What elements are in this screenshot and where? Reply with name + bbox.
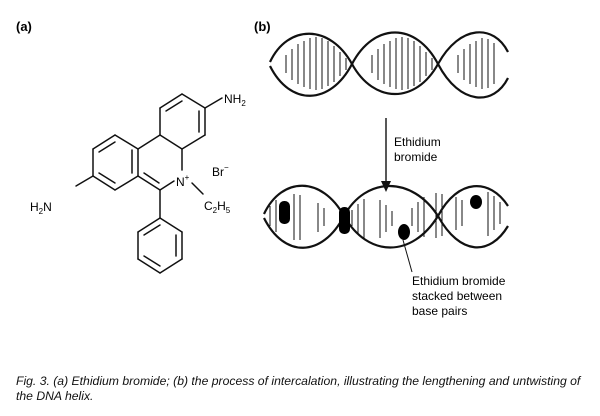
- figure-caption: Fig. 3. (a) Ethidium bromide; (b) the pr…: [16, 374, 581, 403]
- amine-left-label: H2N: [30, 200, 52, 216]
- ethyl-label: C2H5: [204, 199, 231, 215]
- bromide-counterion: Br−: [212, 163, 229, 179]
- ring-c: [159, 93, 206, 150]
- backbone-strand-1-bottom: [263, 184, 509, 249]
- annotation-line3: base pairs: [412, 304, 467, 318]
- ring-b: [137, 134, 183, 191]
- arrow-label-line1: Ethidium: [394, 135, 441, 149]
- arrow-label-line2: bromide: [394, 150, 438, 164]
- backbone-strand-2-top: [269, 31, 509, 99]
- backbone-strand-2-bottom: [263, 184, 509, 249]
- panel-a-label: (a): [16, 19, 32, 34]
- bond-to-top-amine: [204, 97, 223, 109]
- ethidium-bromide-structure: [75, 93, 223, 274]
- base-pairs-top: [285, 37, 495, 90]
- bond-to-ethyl: [191, 182, 204, 195]
- annotation-line1: Ethidium bromide: [412, 274, 506, 288]
- bond-to-left-amine: [75, 175, 94, 187]
- dna-helix-intercalated: [263, 184, 509, 249]
- amine-top-label: NH2: [224, 92, 246, 108]
- panel-b-label: (b): [254, 19, 271, 34]
- base-pairs-bottom: [269, 192, 501, 240]
- backbone-strand-1-top: [269, 31, 509, 96]
- nitrogen-label: N+: [176, 173, 190, 189]
- intercalator-3: [398, 224, 410, 240]
- intercalator-4: [470, 195, 482, 209]
- dna-helix-normal: [269, 31, 509, 99]
- annotation-line2: stacked between: [412, 289, 502, 303]
- intercalator-2: [339, 207, 350, 234]
- annotation-pointer: [402, 239, 413, 273]
- ring-a: [92, 134, 139, 191]
- phenyl-ring: [137, 217, 183, 274]
- intercalator-1: [279, 201, 290, 224]
